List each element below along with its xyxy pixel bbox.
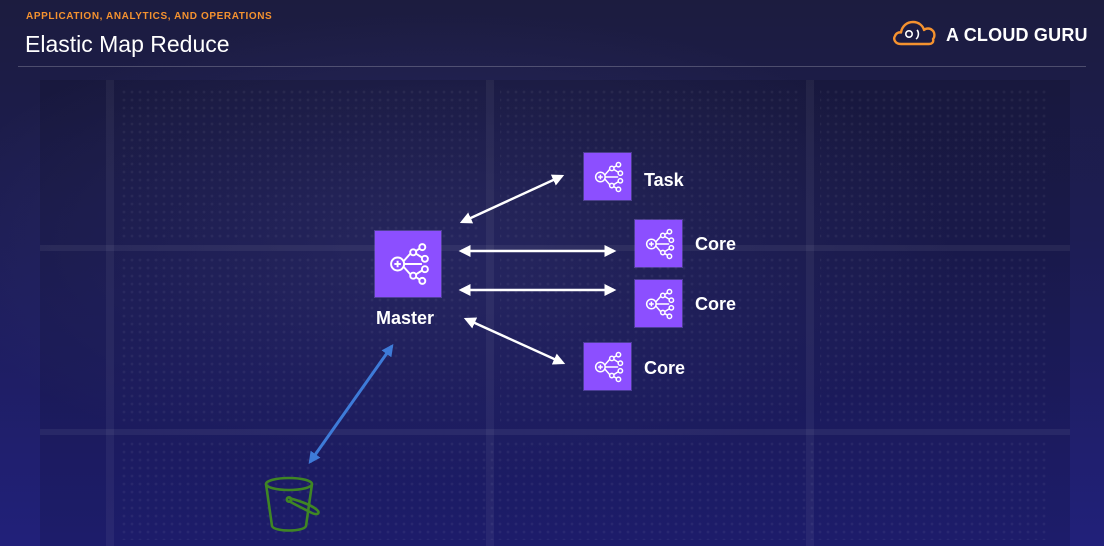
task-node-icon: [584, 153, 631, 200]
core-node-2-icon: [635, 280, 682, 327]
core-node-3-icon: [584, 343, 631, 390]
slide-header: APPLICATION, ANALYTICS, AND OPERATIONS E…: [0, 0, 1104, 72]
arrow-master-task: [459, 174, 565, 224]
arrow-master-core-3: [463, 317, 566, 365]
section-eyebrow: APPLICATION, ANALYTICS, AND OPERATIONS: [26, 11, 273, 22]
task-node-label: Task: [644, 170, 684, 190]
core-node-3-label: Core: [644, 358, 686, 378]
core-node-1-label: Core: [695, 234, 737, 254]
s3-bucket-icon: [264, 476, 320, 532]
emr-cluster-icon: [390, 243, 429, 285]
emr-cluster-icon: [594, 351, 623, 382]
emr-cluster-icon: [645, 228, 674, 259]
page-title: Elastic Map Reduce: [25, 31, 230, 57]
core-node-1-icon: [635, 220, 682, 267]
emr-cluster-icon: [645, 288, 674, 319]
emr-cluster-icon: [594, 161, 623, 192]
core-node-2-label: Core: [695, 294, 737, 314]
cloud-logo-icon: [893, 20, 936, 46]
brand-name: A CLOUD GURU: [946, 25, 1088, 45]
arrow-master-storage: [308, 344, 394, 464]
brand-logo: A CLOUD GURU: [888, 14, 1098, 54]
master-node-icon: [375, 231, 441, 297]
header-divider: [18, 66, 1086, 67]
master-node-label: Master: [376, 308, 435, 328]
